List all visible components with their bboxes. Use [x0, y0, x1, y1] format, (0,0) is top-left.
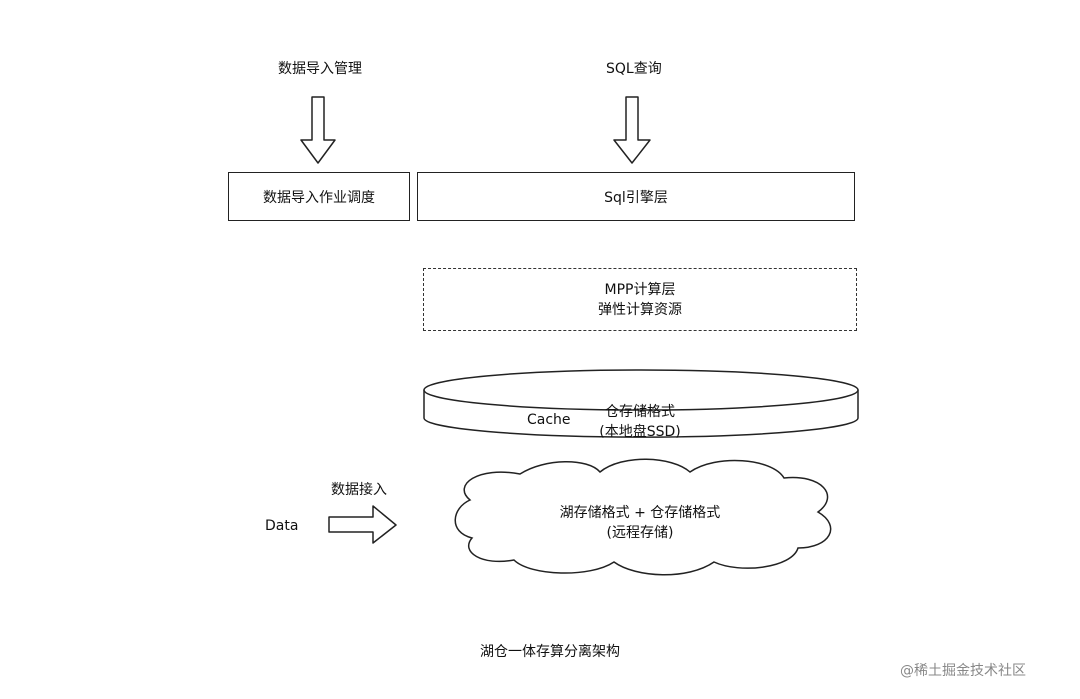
- remote-storage-line1: 湖存储格式 + 仓存储格式: [559, 505, 721, 521]
- remote-storage-cloud: [454, 458, 832, 576]
- data-ingest-label: 数据接入: [331, 482, 387, 498]
- remote-storage-line2: (远程存储): [606, 525, 674, 541]
- down-arrow-sql: [613, 96, 651, 164]
- sql-engine-layer-text: Sql引擎层: [604, 189, 668, 206]
- remote-storage-text: 湖存储格式 + 仓存储格式 (远程存储): [540, 503, 740, 543]
- mpp-compute-layer-box: MPP计算层 弹性计算资源: [423, 268, 857, 331]
- mpp-line2: 弹性计算资源: [598, 301, 682, 318]
- down-arrow-import: [300, 96, 336, 164]
- sql-engine-layer-box: Sql引擎层: [417, 172, 855, 221]
- data-source-label: Data: [265, 518, 299, 534]
- data-import-mgmt-label: 数据导入管理: [278, 61, 362, 77]
- cache-cylinder: [423, 369, 859, 438]
- warehouse-format-text: 仓存储格式 (本地盘SSD): [560, 402, 720, 442]
- import-job-scheduling-text: 数据导入作业调度: [263, 189, 375, 206]
- right-arrow-ingest: [328, 505, 397, 544]
- cache-label: Cache: [527, 412, 571, 428]
- diagram-caption: 湖仓一体存算分离架构: [480, 644, 620, 660]
- warehouse-format-line2: (本地盘SSD): [599, 424, 681, 440]
- mpp-line1: MPP计算层: [604, 281, 676, 298]
- import-job-scheduling-box: 数据导入作业调度: [228, 172, 410, 221]
- sql-query-label: SQL查询: [606, 61, 662, 77]
- warehouse-format-line1: 仓存储格式: [605, 404, 675, 420]
- watermark: @稀土掘金技术社区: [900, 663, 1026, 679]
